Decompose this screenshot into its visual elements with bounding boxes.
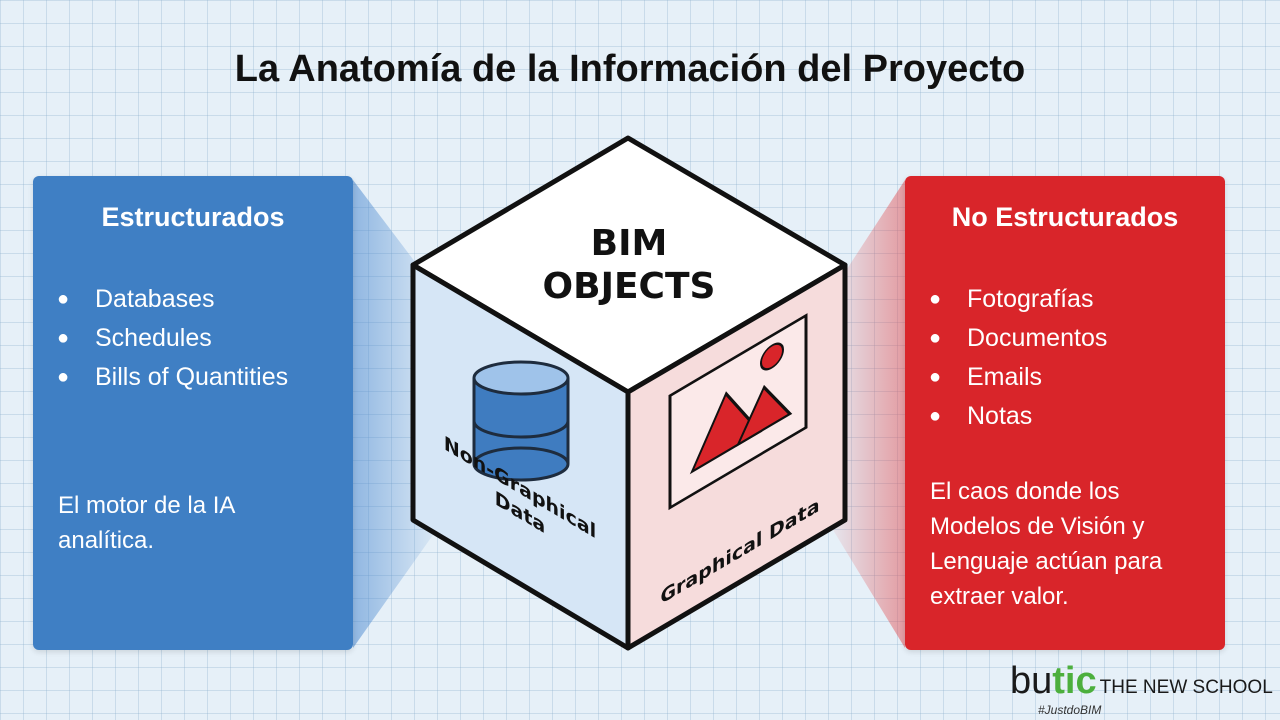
unstructured-list: ● Fotografías ● Documentos ● Emails ● Notas xyxy=(929,280,1107,436)
right-connector-beam xyxy=(830,180,905,648)
list-item-label: Emails xyxy=(967,363,1043,391)
list-item: ● Databases xyxy=(57,280,288,319)
bullet-icon: ● xyxy=(57,288,70,310)
image-icon xyxy=(668,313,808,511)
bullet-icon: ● xyxy=(929,288,942,310)
list-item: ● Schedules xyxy=(57,319,288,358)
unstructured-heading: No Estructurados xyxy=(951,202,1179,232)
bullet-icon: ● xyxy=(929,327,942,349)
list-item-label: Notas xyxy=(967,402,1033,430)
logo-tagline: #JustdoBIM xyxy=(1038,703,1102,717)
bullet-icon: ● xyxy=(57,327,70,349)
cube-top-label-line2: OBJECTS xyxy=(543,266,716,307)
page-title: La Anatomía de la Información del Proyec… xyxy=(234,48,1026,90)
list-item: ● Emails xyxy=(929,358,1107,397)
list-item-label: Schedules xyxy=(95,324,212,352)
list-item: ● Fotografías xyxy=(929,280,1107,319)
logo-part-school: THE NEW SCHOOL xyxy=(1099,677,1273,698)
unstructured-description: El caos donde los Modelos de Visión y Le… xyxy=(930,478,1163,610)
structured-description: El motor de la IA analítica. xyxy=(58,492,235,554)
logo-part-tic: tic xyxy=(1052,660,1097,702)
cube-top-label-line1: BIM xyxy=(591,223,668,264)
list-item-label: Fotografías xyxy=(967,285,1094,313)
bullet-icon: ● xyxy=(929,366,942,388)
list-item-label: Documentos xyxy=(967,324,1108,352)
list-item-label: Bills of Quantities xyxy=(95,363,289,391)
unstructured-panel: No Estructurados ● Fotografías ● Documento… xyxy=(905,176,1225,650)
list-item-label: Databases xyxy=(95,285,215,313)
structured-list: ● Databases ● Schedules ● Bills of Quantiti… xyxy=(57,280,288,397)
list-item: ● Notas xyxy=(929,397,1107,436)
structured-panel: Estructurados ● Databases ● Schedules ● Bil… xyxy=(33,176,353,650)
list-item: ● Documentos xyxy=(929,319,1107,358)
database-icon xyxy=(472,360,570,482)
list-item: ● Bills of Quantities xyxy=(57,358,288,397)
bullet-icon: ● xyxy=(929,405,942,427)
structured-heading: Estructurados xyxy=(101,202,285,232)
bullet-icon: ● xyxy=(57,366,70,388)
logo-part-bu: bu xyxy=(1010,660,1053,702)
